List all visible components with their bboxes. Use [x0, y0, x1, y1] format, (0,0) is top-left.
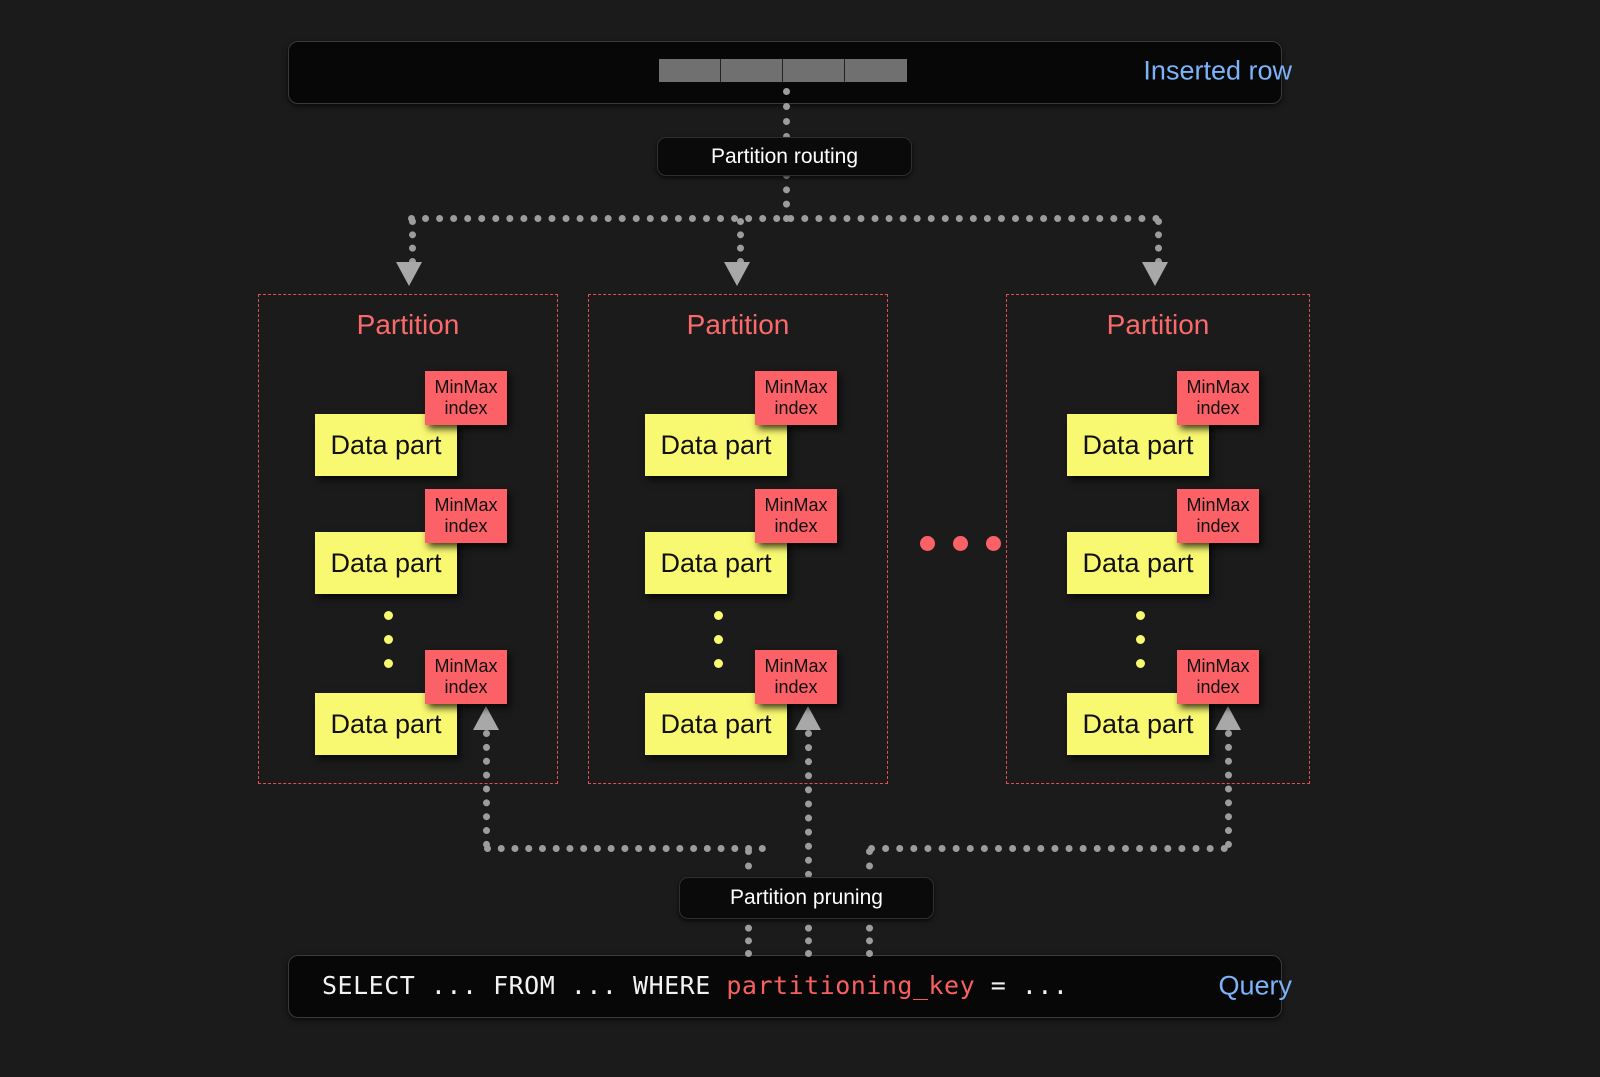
minmax-index-label: MinMax index: [1186, 494, 1250, 536]
ellipsis-dot: [714, 611, 723, 620]
minmax-index-box: MinMax index: [425, 489, 507, 543]
connector-routing-to-bus: [783, 172, 790, 222]
minmax-index-label: MinMax index: [434, 376, 498, 418]
connector-up-partition-3: [1225, 730, 1232, 848]
ellipsis-dot: [384, 635, 393, 644]
data-part-ellipsis: [714, 611, 723, 668]
minmax-index-label: MinMax index: [434, 655, 498, 697]
ellipsis-dot: [1136, 611, 1145, 620]
arrow-up-partition-1: [473, 706, 499, 730]
data-part-label: Data part: [660, 429, 772, 460]
ellipsis-dot: [384, 611, 393, 620]
partition-title: Partition: [1106, 309, 1210, 340]
ellipsis-dot: [714, 659, 723, 668]
connector-pruning-out-center: [805, 912, 812, 957]
data-part-ellipsis: [384, 611, 393, 668]
query-prefix: SELECT ... FROM ... WHERE: [322, 971, 727, 1000]
connector-drop-partition-3: [1155, 218, 1162, 265]
query-label: Query: [1218, 970, 1292, 1001]
connector-row-to-routing: [783, 88, 790, 140]
data-part-ellipsis: [1136, 611, 1145, 668]
row-cell: [783, 59, 845, 82]
partition-pruning-box[interactable]: Partition pruning: [679, 877, 934, 919]
minmax-index-label: MinMax index: [1186, 376, 1250, 418]
connector-pruning-out-left: [745, 912, 752, 957]
data-part-box: Data part: [1067, 414, 1209, 476]
query-sql-text: SELECT ... FROM ... WHERE partitioning_k…: [322, 955, 1068, 1016]
minmax-index-box: MinMax index: [1177, 650, 1259, 704]
data-part-label: Data part: [330, 429, 442, 460]
data-part-label: Data part: [1082, 708, 1194, 739]
connector-up-partition-2: [805, 730, 812, 878]
ellipsis-dot: [1136, 659, 1145, 668]
row-cell: [845, 59, 907, 82]
minmax-index-label: MinMax index: [764, 655, 828, 697]
connector-up-partition-1: [483, 730, 490, 848]
connector-collector-left: [484, 845, 766, 852]
partition-title: Partition: [686, 309, 790, 340]
arrow-down-partition-3: [1142, 262, 1168, 286]
minmax-index-label: MinMax index: [764, 376, 828, 418]
arrow-up-partition-2: [795, 706, 821, 730]
connector-drop-partition-1: [409, 218, 416, 265]
data-part-label: Data part: [1082, 547, 1194, 578]
inserted-row-label: Inserted row: [1143, 55, 1292, 86]
connector-collector-right: [868, 845, 1228, 852]
partition-box-3: Partition MinMax index Data part MinMax …: [1006, 294, 1310, 784]
partition-routing-box[interactable]: Partition routing: [657, 137, 912, 176]
minmax-index-box: MinMax index: [1177, 489, 1259, 543]
arrow-up-partition-3: [1215, 706, 1241, 730]
ellipsis-dot: [920, 536, 935, 551]
partition-box-2: Partition MinMax index Data part MinMax …: [588, 294, 888, 784]
minmax-index-box: MinMax index: [755, 489, 837, 543]
partition-box-1: Partition MinMax index Data part MinMax …: [258, 294, 558, 784]
minmax-index-box: MinMax index: [755, 371, 837, 425]
partition-routing-label: Partition routing: [710, 144, 859, 168]
partition-pruning-label: Partition pruning: [730, 886, 883, 909]
minmax-index-label: MinMax index: [1186, 655, 1250, 697]
data-part-label: Data part: [660, 708, 772, 739]
query-keyword: partitioning_key: [726, 971, 976, 1000]
connector-pruning-out-right: [866, 912, 873, 957]
data-part-box: Data part: [645, 532, 787, 594]
data-part-label: Data part: [330, 708, 442, 739]
ellipsis-dot: [1136, 635, 1145, 644]
minmax-index-label: MinMax index: [764, 494, 828, 536]
ellipsis-dot: [953, 536, 968, 551]
connector-pruning-in-left: [745, 848, 752, 884]
ellipsis-dot: [384, 659, 393, 668]
connector-pruning-in-right: [866, 848, 873, 884]
row-cell: [721, 59, 783, 82]
ellipsis-dot: [714, 635, 723, 644]
data-part-box: Data part: [645, 414, 787, 476]
partition-ellipsis: [920, 536, 1001, 551]
inserted-row-cells: [659, 59, 907, 82]
minmax-index-box: MinMax index: [425, 371, 507, 425]
minmax-index-label: MinMax index: [434, 494, 498, 536]
data-part-box: Data part: [1067, 532, 1209, 594]
minmax-index-box: MinMax index: [755, 650, 837, 704]
data-part-label: Data part: [330, 547, 442, 578]
connector-drop-partition-2: [737, 218, 744, 265]
data-part-label: Data part: [660, 547, 772, 578]
row-cell: [659, 59, 721, 82]
connector-branch-bus: [408, 215, 1160, 222]
query-suffix: = ...: [975, 971, 1069, 1000]
minmax-index-box: MinMax index: [425, 650, 507, 704]
arrow-down-partition-2: [724, 262, 750, 286]
query-bar: [288, 955, 1282, 1018]
minmax-index-box: MinMax index: [1177, 371, 1259, 425]
partition-title: Partition: [356, 309, 460, 340]
data-part-label: Data part: [1082, 429, 1194, 460]
arrow-down-partition-1: [396, 262, 422, 286]
ellipsis-dot: [986, 536, 1001, 551]
